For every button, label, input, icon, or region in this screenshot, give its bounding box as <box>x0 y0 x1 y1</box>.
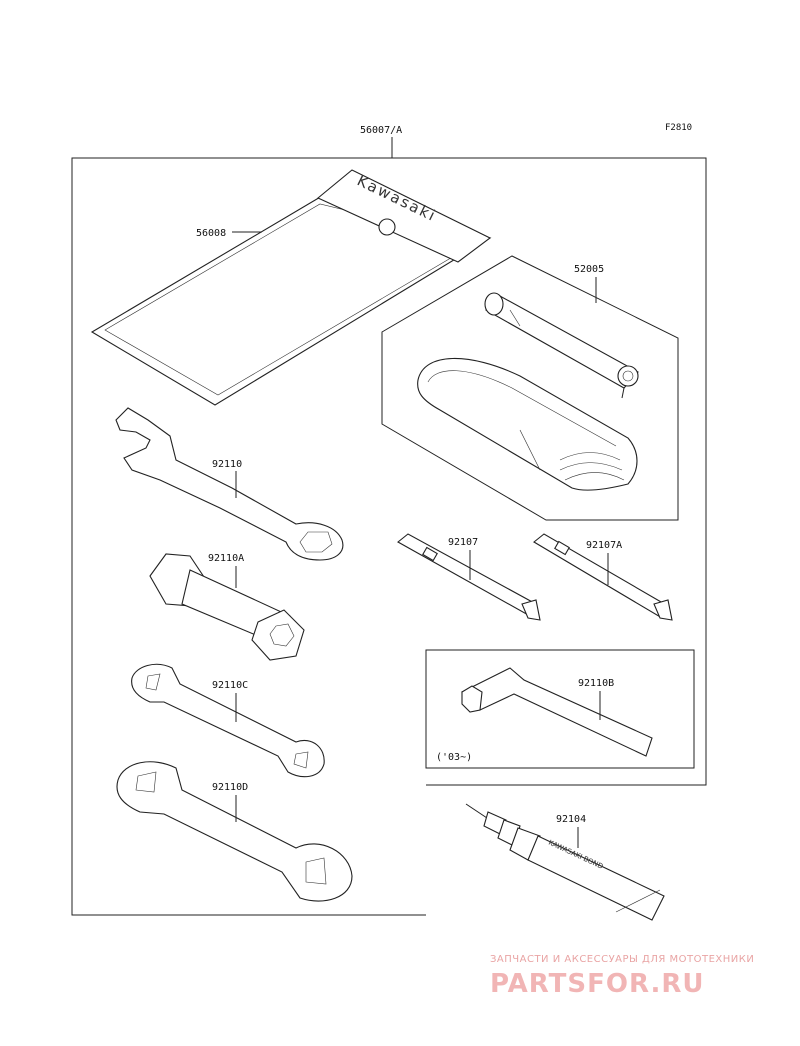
pump-cylinder <box>484 292 639 399</box>
kit-code-label: 56007/A <box>360 125 402 136</box>
plug-wrench <box>149 553 305 661</box>
kit-outline <box>71 157 707 916</box>
tool-bag <box>417 357 638 491</box>
label-56008: 56008 <box>196 228 226 239</box>
label-92110C: 92110C <box>212 680 248 691</box>
open-wrench-large <box>116 761 353 902</box>
label-92110: 92110 <box>212 459 242 470</box>
screwdriver-a <box>533 533 673 621</box>
watermark-brand: PARTSFOR.RU <box>490 969 704 999</box>
watermark-tagline: ЗАПЧАСТИ И АКСЕССУАРЫ ДЛЯ МОТОТЕХНИКИ <box>490 954 754 965</box>
label-92107A: 92107A <box>586 540 622 551</box>
label-92110A: 92110A <box>208 553 244 564</box>
pump-kit-outline <box>381 255 679 521</box>
hex-key <box>461 667 653 757</box>
figure-ref-label: F2810 <box>665 123 692 133</box>
hex-key-year-note: ('03~) <box>436 752 472 763</box>
label-52005: 52005 <box>574 264 604 275</box>
label-92110B: 92110B <box>578 678 614 689</box>
spanner-wrench <box>115 407 344 561</box>
bond-tube: KAWASAKI BOND <box>465 803 665 921</box>
label-92107: 92107 <box>448 537 478 548</box>
label-92104: 92104 <box>556 814 586 825</box>
label-92110D: 92110D <box>212 782 248 793</box>
screwdriver <box>397 533 541 621</box>
hex-key-outline <box>425 649 695 769</box>
open-wrench-small <box>131 663 325 778</box>
